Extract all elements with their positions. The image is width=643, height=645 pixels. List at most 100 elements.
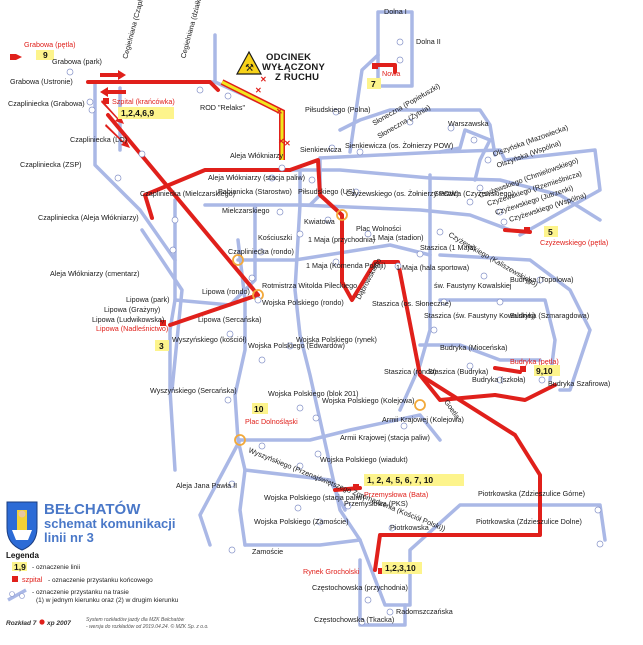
footer-line-1: System rozkładów jazdy dla MZK Bełchatów — [86, 617, 184, 623]
stop-label: Lipowa (Grażyny) — [104, 305, 160, 314]
terminal-przemyslowa: Przemysłowa (Bata) — [364, 490, 428, 499]
stop-label: Rotmistrza Witolda Pileckiego — [262, 281, 357, 290]
stop-label: Wojska Polskiego (stacja paliw) — [264, 493, 365, 502]
stop-label: Wojska Polskiego (blok 201) — [268, 389, 359, 398]
badge-grabowa: 9 — [43, 50, 48, 60]
terminal-grabowa: Grabowa (pętla) — [24, 40, 76, 49]
stop-label: Aleja Włókniarzy — [230, 151, 284, 160]
stop-label: Sienkiewicza — [300, 145, 342, 154]
stop-label: Budryka (Mioceńska) — [440, 343, 508, 352]
stop-label: Wojska Polskiego (Kolejowa) — [322, 396, 415, 405]
footer-line-2: - wersja do rozkładów od 2019.04.24. © M… — [86, 623, 209, 630]
badge-budryka: 9,10 — [536, 366, 553, 376]
stop-label: Częstochowska (przychodnia) — [312, 583, 408, 592]
stop-label: Wojska Polskiego (rondo) — [262, 298, 344, 307]
legend: Legenda 1,9 - oznaczenie linii szpital -… — [6, 551, 179, 604]
stop-label: św. Faustyny Kowalskiej — [434, 281, 512, 290]
legend-heading: Legenda — [6, 551, 39, 560]
notice-line-1: ODCINEK — [266, 52, 311, 63]
stop-label: Kwiatowa — [304, 217, 335, 226]
title-line: linii nr 3 — [44, 530, 94, 545]
stop-label: Wojska Polskiego (Zamoście) — [254, 517, 349, 526]
stop-label: Aleja Jana Pawła II — [176, 481, 237, 490]
stop-label: Aleja Włókniarzy (cmentarz) — [50, 269, 139, 278]
stop-markers — [66, 38, 604, 626]
stop-label: Sienkiewicza (os. Żołnierzy POW) — [345, 141, 453, 150]
stop-label: Staszica (rondo) — [384, 367, 436, 376]
svg-text:✕: ✕ — [284, 139, 291, 148]
stop-label: Staszica (os. Słoneczne) — [372, 299, 451, 308]
footer-author: xp 2007 — [46, 620, 71, 627]
map-title: BEŁCHATÓW schemat komunikacji linii nr 3 — [6, 500, 176, 551]
badge-czyzewskiego: 5 — [548, 227, 553, 237]
closed-segment — [220, 79, 285, 160]
closed-section-notice: ⚒ ODCINEK WYŁĄCZONY Z RUCHU — [235, 50, 325, 83]
legend-terminal-sample: szpital — [22, 575, 43, 584]
stop-label: Plac Wolności — [356, 224, 401, 233]
terminal-czyzewskiego: Czyżewskiego (pętla) — [540, 238, 608, 247]
stop-label: Piłsudskiego (US) — [298, 187, 355, 196]
title-subtitle: schemat komunikacji — [44, 516, 176, 531]
stop-label: Piotrkowska (Zdzieszulice Górne) — [478, 489, 585, 498]
stop-label: Piotrkowska (Zdzieszulice Dolne) — [476, 517, 582, 526]
stop-label: Staszica (1 Maja) — [420, 243, 476, 252]
stop-label: 1 Maja (Komenda Policji) — [306, 261, 386, 270]
stop-label: Staszica (św. Faustyny Kowalskiej) — [424, 311, 535, 320]
stop-label: Cegielniana (działki) — [178, 0, 203, 59]
stop-label: Budryka (Topolowa) — [510, 275, 574, 284]
stop-label: Czapliniecka (rondo) — [228, 247, 294, 256]
stop-label: Lipowa (rondo) — [202, 287, 250, 296]
stop-label: Staszica (Budryka) — [428, 367, 488, 376]
svg-text:✕: ✕ — [278, 137, 285, 146]
terminal-nowa: Nowa — [382, 69, 400, 78]
stop-label: Kościuszki — [258, 233, 292, 242]
notice-line-2: WYŁĄCZONY — [262, 62, 325, 73]
terminals: Grabowa (pętla) Szpital (krańcówka) Nowa… — [10, 40, 608, 576]
badge-nowa: 7 — [371, 79, 376, 89]
roadworks-icon — [235, 50, 263, 75]
terminal-budryka: Budryka (pętla) — [510, 357, 559, 366]
stop-label: Wyszyńskiego (kościół) — [172, 335, 247, 344]
stop-label: Radomszczańska — [396, 607, 453, 616]
stop-label: Czapliniecka (Aleja Włókniarzy) — [38, 213, 139, 222]
stop-label: Armii Krajowej (Kolejowa) — [382, 415, 464, 424]
stop-label: Wojska Polskiego (wiadukt) — [320, 455, 408, 464]
stop-label: Mielczarskiego — [222, 206, 270, 215]
legend-stop-a: - oznaczenie przystanku na trasie — [32, 589, 129, 596]
stop-label: Grabowa (Ustronie) — [10, 77, 73, 86]
svg-text:✕: ✕ — [260, 75, 267, 84]
stop-label: 1 Maja (hala sportowa) — [396, 263, 469, 272]
stop-label: Budryka (szkoła) — [472, 375, 526, 384]
stop-label: Grabowa (park) — [52, 57, 102, 66]
stop-label: Lipowa (Sercańska) — [198, 315, 262, 324]
coat-of-arms-icon — [6, 501, 38, 551]
legend-line-marks: - oznaczenie linii — [32, 564, 80, 571]
legend-stop-b: (1) w jednym kierunku oraz (2) w drugim … — [36, 597, 179, 604]
stop-label: Czapliniecka (LO) — [70, 135, 127, 144]
stop-label: Budryka Szafirowa) — [548, 379, 610, 388]
notice-line-3: Z RUCHU — [275, 72, 319, 83]
stop-label: Czyżewskiego (os. Żołnierzy POW) — [346, 189, 459, 198]
street-network — [93, 10, 607, 627]
stop-label: Dolna II — [416, 37, 441, 46]
stop-label: Armii Krajowej (stacja paliw) — [340, 433, 430, 442]
stop-label: Budryka (Szmaragdowa) — [510, 311, 589, 320]
badge-lipowa: 3 — [159, 341, 164, 351]
stop-label: Czapliniecka (Mielczarskiego) — [140, 189, 235, 198]
footer-code: Rozkład 7 — [6, 620, 37, 627]
stop-label: 1 Maja (stadion) — [372, 233, 424, 242]
legend-stop-sample — [7, 588, 27, 602]
stop-label: Częstochowska (Tkacka) — [314, 615, 394, 624]
legend-terminal: - oznaczenie przystanku końcowego — [48, 577, 153, 584]
stop-label: 1 Maja (przychodnia) — [308, 235, 375, 244]
stop-label: Dolna I — [384, 7, 407, 16]
stop-label: Warszawska — [448, 119, 488, 128]
stop-label: Czapliniecka (ZSP) — [20, 160, 82, 169]
stop-label: Wojska Polskiego (rynek) — [296, 335, 377, 344]
stop-label: Przemysłowa (PKS) — [344, 499, 408, 508]
terminal-lipowa: Lipowa (Nadleśnictwo) — [96, 324, 168, 333]
svg-text:✕: ✕ — [255, 86, 262, 95]
terminal-plac: Plac Dolnośląski — [245, 417, 298, 426]
stop-label: Piłsudskiego (Polna) — [305, 105, 371, 114]
